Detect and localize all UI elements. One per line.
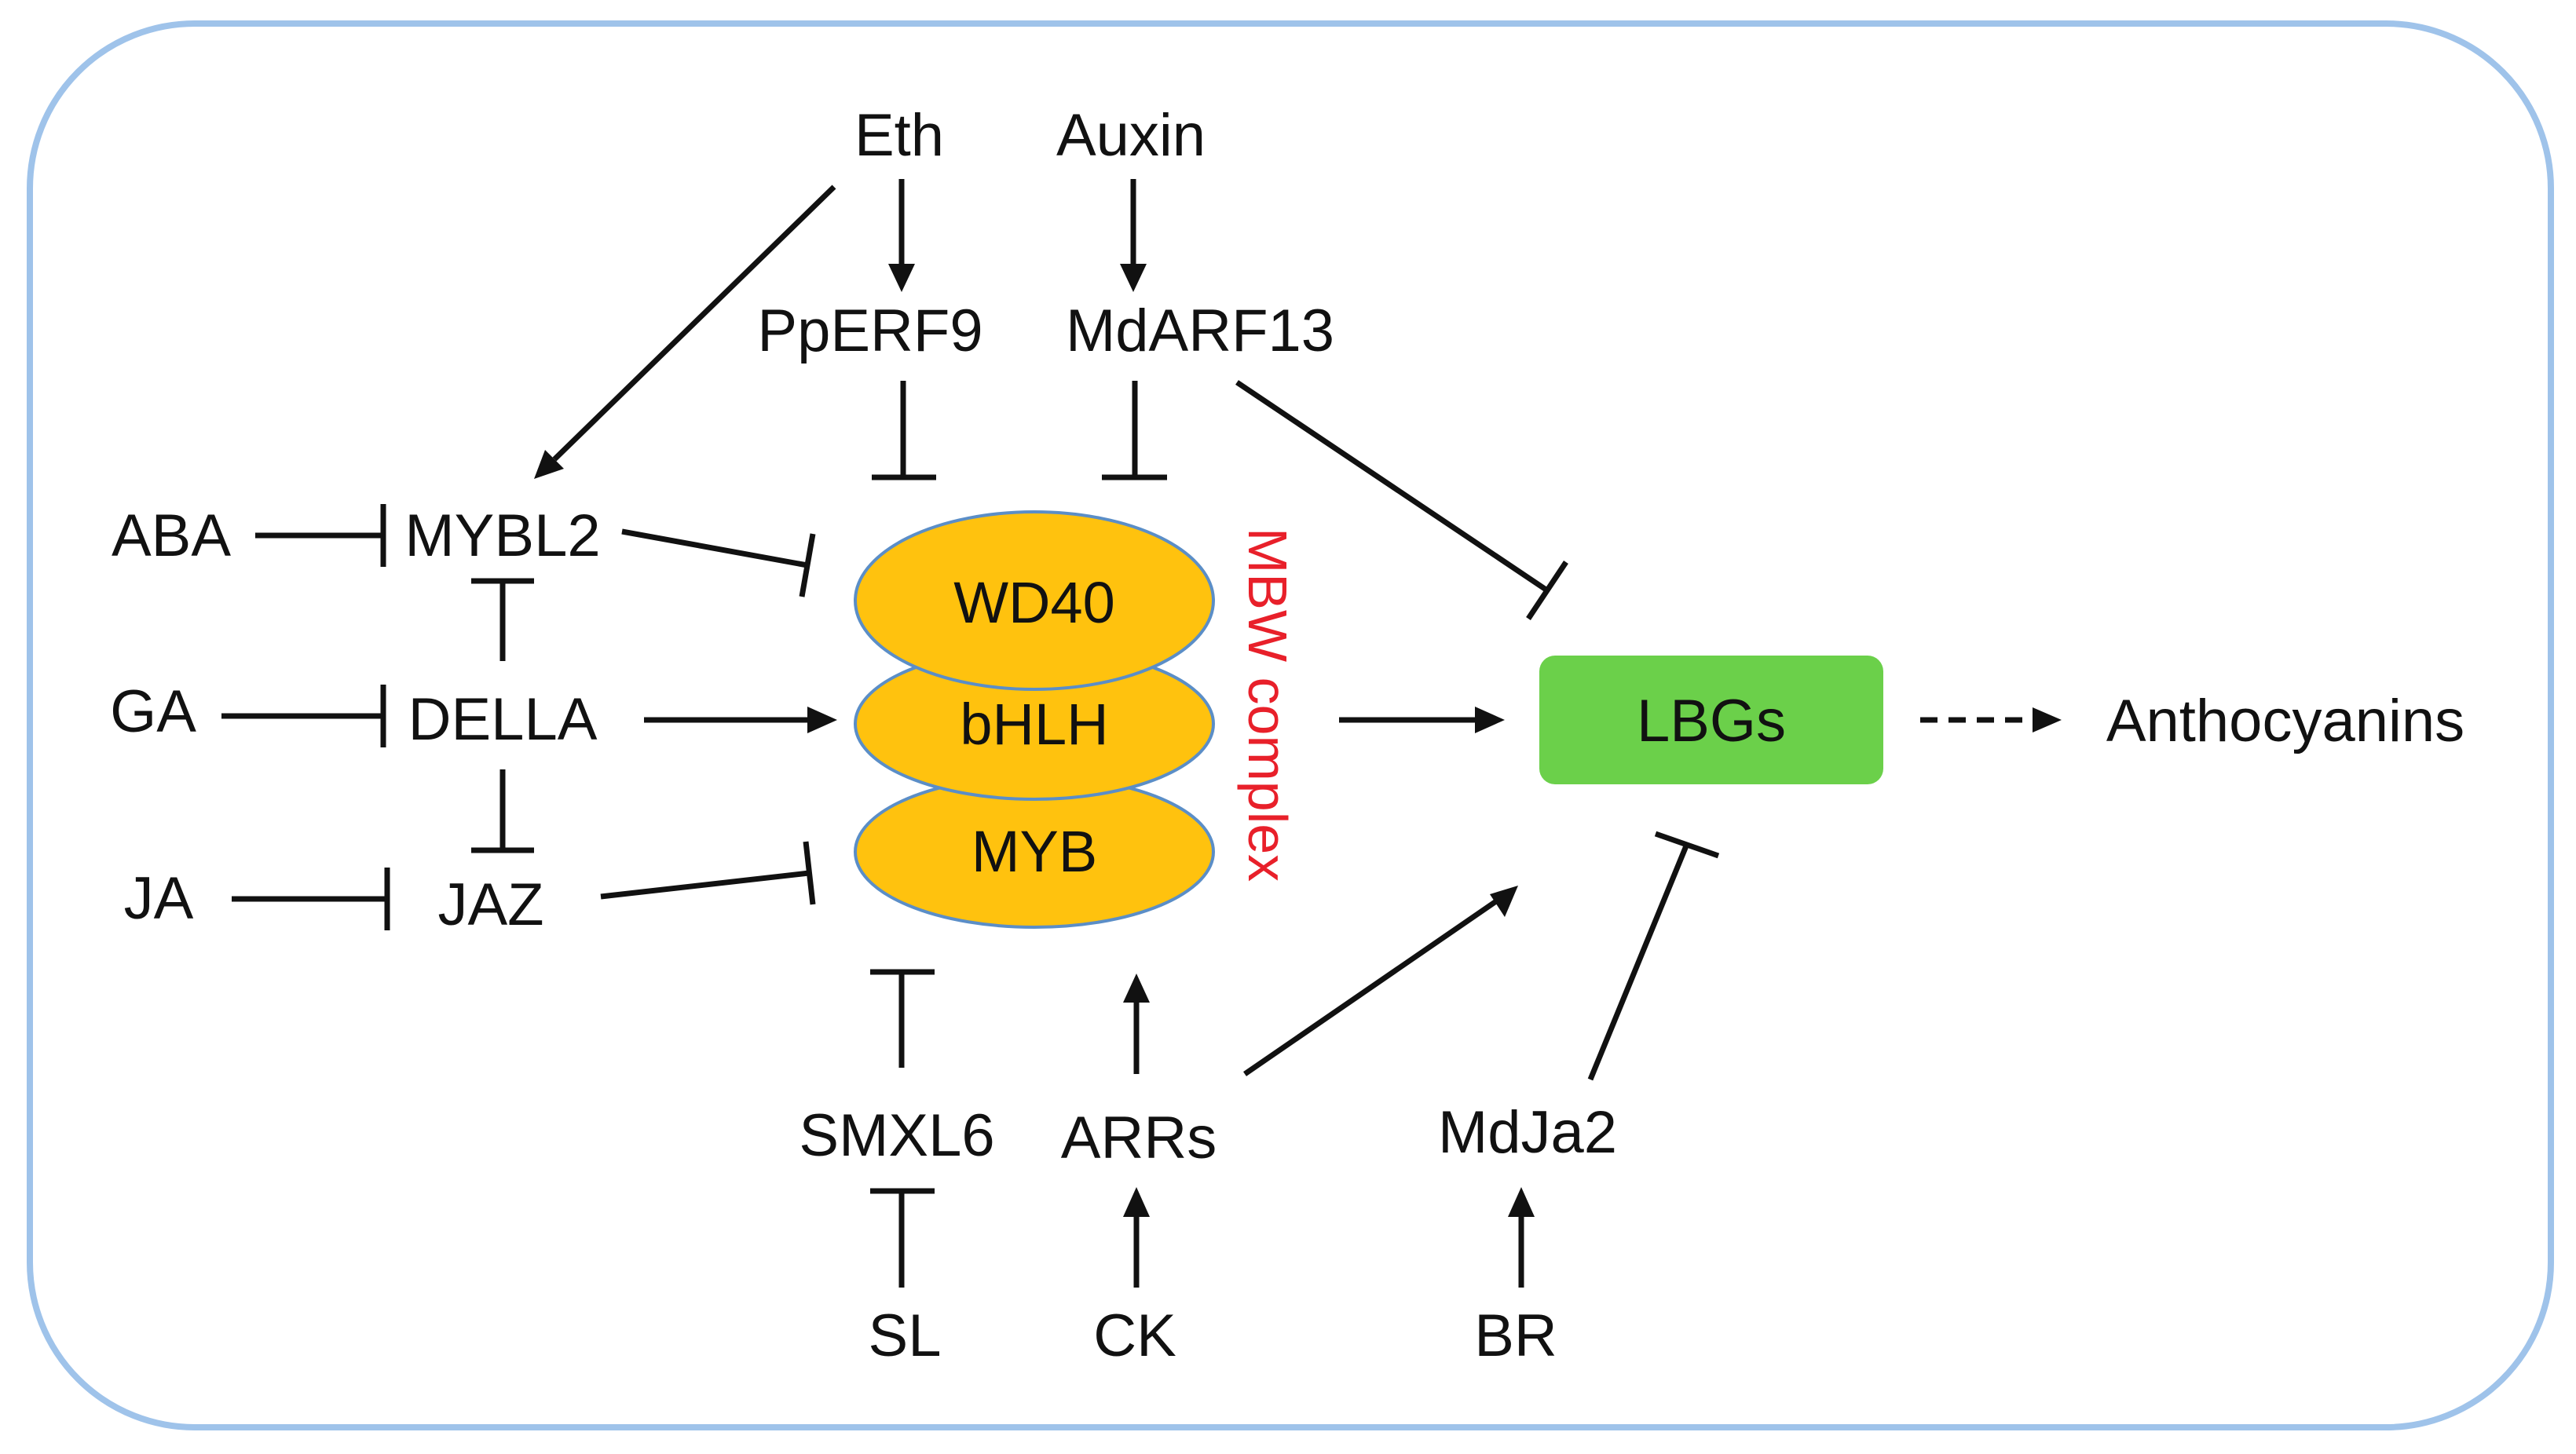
node-mybl2: MYBL2 <box>404 502 600 569</box>
edge-auxin-mdarf13 <box>1120 179 1147 292</box>
node-br: BR <box>1474 1302 1557 1369</box>
edge-mdja2-lbgs <box>1587 831 1720 1081</box>
node-anthocyanins: Anthocyanins <box>2106 688 2464 754</box>
edge-ga-della <box>221 685 386 747</box>
edge-eth-mybl2 <box>534 184 836 479</box>
edge-della-mbw <box>644 707 837 733</box>
node-mdarf13: MdARF13 <box>1066 298 1334 364</box>
edge-mdarf13-mbw <box>1102 381 1167 480</box>
node-mdja2: MdJa2 <box>1438 1099 1617 1166</box>
wd40-oval <box>854 510 1215 691</box>
edge-mybl2-mbw <box>621 528 816 597</box>
edge-jaz-mbw <box>600 841 816 905</box>
node-eth: Eth <box>854 102 944 169</box>
node-auxin: Auxin <box>1056 102 1206 169</box>
node-ck: CK <box>1093 1302 1176 1369</box>
edge-br-mdja2 <box>1508 1187 1535 1288</box>
node-della: DELLA <box>408 686 598 753</box>
edge-arrs-mbw <box>1123 974 1150 1074</box>
edge-mbw-lbgs <box>1339 707 1505 733</box>
edge-della-mybl2 <box>471 578 534 661</box>
myb-label: MYB <box>971 819 1097 884</box>
node-aba: ABA <box>112 502 231 569</box>
node-jaz: JAZ <box>437 871 543 938</box>
diagram-frame <box>27 20 2554 1430</box>
edge-mdarf13-lbgs <box>1235 380 1568 620</box>
edge-eth-pperf9 <box>888 179 915 292</box>
edge-ja-jaz <box>232 868 390 930</box>
edge-della-jaz <box>471 769 534 853</box>
edge-arrs-lbgs <box>1243 886 1518 1076</box>
lbgs-box <box>1539 656 1883 784</box>
node-ja: JA <box>124 865 194 932</box>
edge-aba-mybl2 <box>255 504 386 567</box>
edge-pperf9-mbw <box>872 381 936 480</box>
node-arrs: ARRs <box>1061 1105 1217 1171</box>
wd40-label: WD40 <box>953 570 1115 635</box>
edge-ck-arrs <box>1123 1187 1150 1288</box>
bhlh-label: bHLH <box>960 692 1108 757</box>
mbw-complex-label: MBW complex <box>1237 528 1298 882</box>
edge-sl-smxl6 <box>870 1188 935 1288</box>
edge-lbgs-anthocyanins <box>1920 707 2062 732</box>
node-sl: SL <box>869 1302 942 1369</box>
node-ga: GA <box>110 678 196 745</box>
node-smxl6: SMXL6 <box>799 1102 994 1169</box>
node-lbgs: LBGs <box>1637 688 1786 754</box>
edge-smxl6-mbw <box>870 969 935 1068</box>
node-pperf9: PpERF9 <box>757 298 982 364</box>
